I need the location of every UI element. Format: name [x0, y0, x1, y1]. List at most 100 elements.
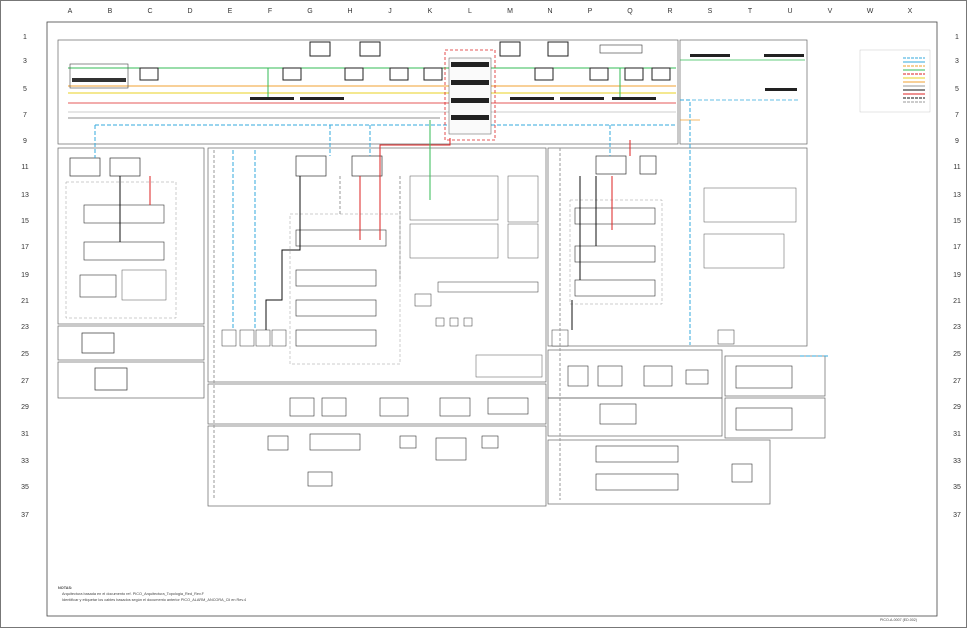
column-label: N [547, 8, 553, 15]
io-rack-b [83, 241, 165, 261]
hmi-lower-5 [267, 435, 289, 451]
field-box [255, 329, 271, 347]
row-label: 37 [21, 512, 29, 519]
cable-gray [213, 148, 561, 500]
hmi-left-1 [81, 332, 115, 354]
row-label: 7 [955, 112, 959, 119]
monitor [499, 41, 521, 57]
io-rack-center-3 [295, 299, 377, 317]
legend-box [859, 49, 931, 113]
column-label: T [747, 8, 753, 15]
column-label: E [227, 8, 233, 15]
column-label: V [827, 8, 833, 15]
switch-top-right-3 [765, 88, 797, 91]
row-label: 5 [955, 86, 959, 93]
io-right-6 [595, 445, 679, 463]
monitor [309, 41, 331, 57]
row-label: 13 [953, 192, 961, 199]
sheet-code: PICO-A-0007 (ED.002) [880, 618, 917, 622]
row-label: 23 [953, 324, 961, 331]
small-modules [463, 317, 473, 327]
monitor [651, 67, 671, 81]
row-label: 29 [21, 404, 29, 411]
top-right-frame [679, 39, 808, 145]
right-lower-frame-2 [547, 397, 723, 437]
row-label: 3 [23, 58, 27, 65]
hmi-lower-1 [289, 397, 315, 417]
column-label: P [587, 8, 593, 15]
column-label: G [307, 8, 313, 15]
field-box [271, 329, 287, 347]
column-label: M [507, 8, 513, 15]
cabinet-center-c [507, 175, 539, 223]
io-rack-right-3 [574, 279, 656, 297]
hmi-lower-2 [321, 397, 347, 417]
hmi-right-4 [731, 463, 753, 483]
center-frame [207, 147, 547, 383]
cabinet-center-b [409, 223, 499, 259]
hmi-right-2 [597, 365, 623, 387]
controller-center-2 [351, 155, 383, 177]
io-modules-c [79, 274, 117, 298]
left-cabinet-lower2 [57, 361, 205, 399]
column-label: C [147, 8, 153, 15]
right-inner-dashed [569, 199, 663, 305]
top-network-frame [57, 39, 679, 145]
hmi-lower-7 [481, 435, 499, 449]
column-label: K [427, 8, 433, 15]
controller-right-2 [639, 155, 657, 175]
column-label: A [67, 8, 73, 15]
row-label: 27 [21, 378, 29, 385]
switch-top-right [690, 54, 730, 57]
monitor [389, 67, 409, 81]
small-modules [449, 317, 459, 327]
column-label: W [866, 8, 874, 15]
hmi-lower-4 [439, 397, 471, 417]
network-switches-row [510, 97, 554, 100]
monitor [534, 67, 554, 81]
top-left-panel [69, 63, 129, 89]
row-label: 31 [21, 431, 29, 438]
row-label: 25 [21, 351, 29, 358]
cable-blue [94, 125, 611, 330]
io-rack-center-2 [295, 269, 377, 287]
hmi-left-2 [94, 367, 128, 391]
column-label: X [907, 8, 913, 15]
cabinet-right-a [703, 187, 797, 223]
row-label: 25 [953, 351, 961, 358]
network-switches-row [300, 97, 344, 100]
io-rack-center-4 [295, 329, 377, 347]
io-right-5 [599, 403, 637, 425]
row-label: 33 [953, 458, 961, 465]
row-label: 31 [953, 431, 961, 438]
lower-frame-1 [207, 383, 547, 425]
monitor [344, 67, 364, 81]
top-left-panel-bar [72, 78, 126, 82]
field-box [239, 329, 255, 347]
io-right-7 [595, 473, 679, 491]
column-label: B [107, 8, 113, 15]
row-label: 35 [21, 484, 29, 491]
rack-unit-1 [451, 62, 489, 67]
central-rack [444, 49, 496, 141]
switch-top-right-2 [764, 54, 804, 57]
far-right-frame-2 [724, 397, 826, 439]
notes-title: NOTAS: [58, 586, 73, 590]
row-label: 35 [953, 484, 961, 491]
column-label: D [187, 8, 193, 15]
cable-runs [94, 68, 830, 500]
row-label: 15 [953, 218, 961, 225]
network-switches-row [612, 97, 656, 100]
row-label: 19 [21, 272, 29, 279]
io-rack-a [83, 204, 165, 224]
cable-green [267, 68, 621, 200]
left-inner-dashed [65, 181, 177, 319]
monitor [359, 41, 381, 57]
right-frame [547, 147, 808, 347]
workstations-top [139, 41, 671, 81]
row-label: 29 [953, 404, 961, 411]
rack-unit-2 [451, 80, 489, 85]
hmi-right-1 [567, 365, 589, 387]
row-label: 23 [21, 324, 29, 331]
row-label: 27 [953, 378, 961, 385]
